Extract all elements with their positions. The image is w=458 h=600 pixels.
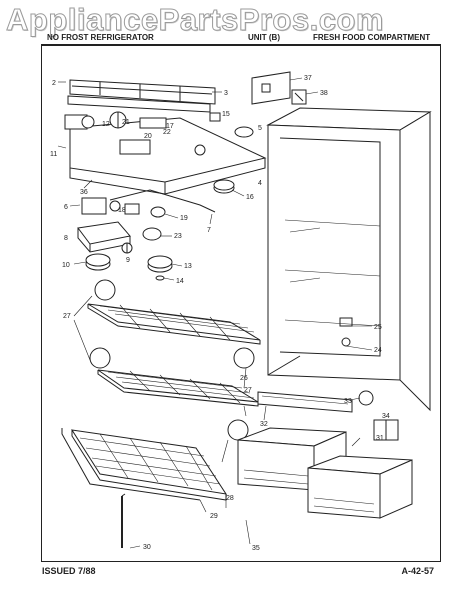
callout-25: 25 [374, 324, 382, 331]
header-rule [41, 44, 441, 45]
shelf-upper [87, 303, 261, 345]
top-trim-bar [69, 79, 216, 105]
callout-22: 22 [163, 129, 171, 136]
damper-23 [142, 227, 162, 241]
leader-lines [57, 77, 373, 549]
clip-38 [291, 89, 307, 105]
callout-27a: 27 [63, 313, 71, 320]
clip-9 [121, 242, 133, 254]
callout-11: 11 [50, 151, 57, 158]
callout-17: 17 [166, 123, 174, 130]
callout-2: 2 [52, 80, 56, 87]
callout-26: 26 [240, 375, 248, 382]
thermostat-control [64, 111, 167, 130]
small-part-5 [234, 126, 254, 138]
washer-14 [155, 275, 165, 281]
shelf-support-27c [233, 347, 255, 369]
knob-13 [147, 255, 173, 273]
callout-12: 12 [102, 121, 110, 128]
callout-8: 8 [64, 235, 68, 242]
callout-10: 10 [62, 262, 70, 269]
cover-frame-29 [61, 428, 201, 501]
clip-33 [358, 390, 374, 406]
crisper-drawer-right [307, 455, 413, 519]
small-part-15 [209, 112, 221, 122]
knob-16 [213, 179, 235, 194]
footer-issued-date: ISSUED 7/88 [42, 566, 96, 576]
bracket-37 [251, 71, 291, 105]
shelf-support-27b [89, 347, 111, 369]
callout-5: 5 [258, 125, 262, 132]
header-model-title: NO FROST REFRIGERATOR [47, 33, 154, 42]
wire-harness-7 [109, 189, 216, 213]
callout-19: 19 [180, 215, 188, 222]
callout-20: 20 [144, 133, 152, 140]
bottom-trim-32 [257, 391, 353, 413]
fan-motor-6 [81, 197, 121, 215]
callout-6: 6 [64, 204, 68, 211]
callout-13: 13 [184, 263, 192, 270]
callout-36: 36 [80, 189, 88, 196]
callout-3: 3 [224, 90, 228, 97]
drain-tube-30 [121, 493, 126, 548]
trim-strip [67, 95, 211, 113]
callout-31: 31 [376, 435, 384, 442]
shelf-bottom-crisper-cover [70, 429, 228, 501]
callout-18: 18 [118, 207, 126, 214]
callout-32: 32 [260, 421, 268, 428]
callout-37: 37 [304, 75, 312, 82]
callout-23: 23 [174, 233, 182, 240]
callout-29: 29 [210, 513, 218, 520]
knob-10 [85, 253, 111, 271]
shelf-middle [97, 369, 259, 407]
header-unit-label: UNIT (B) [248, 33, 280, 42]
diagram-frame [41, 45, 441, 562]
callout-21: 21 [122, 119, 130, 126]
callout-numbers: 2 3 4 5 6 7 8 9 10 11 12 13 14 15 16 17 … [50, 75, 390, 552]
control-box-8 [77, 221, 131, 253]
callout-16: 16 [246, 194, 254, 201]
bulb-19 [150, 206, 166, 218]
shelf-support-27a [94, 279, 116, 301]
callout-15: 15 [222, 111, 230, 118]
callout-4: 4 [258, 180, 262, 187]
callout-30: 30 [143, 544, 151, 551]
callout-14: 14 [176, 278, 184, 285]
callout-38: 38 [320, 90, 328, 97]
callout-35: 35 [252, 545, 260, 552]
callout-33: 33 [344, 398, 352, 405]
callout-34: 34 [382, 413, 390, 420]
footer-page-code: A-42-57 [401, 566, 434, 576]
callout-27b: 27 [244, 387, 252, 394]
roller-34 [373, 419, 399, 441]
callout-28: 28 [226, 495, 234, 502]
light-socket-18 [124, 203, 140, 215]
callout-7: 7 [207, 227, 211, 234]
callout-9: 9 [126, 257, 130, 264]
fresh-food-liner [266, 107, 432, 412]
header-section-title: FRESH FOOD COMPARTMENT [313, 33, 431, 42]
watermark-logo: AppliancePartsPros.com [6, 2, 384, 38]
callout-24: 24 [374, 347, 382, 354]
